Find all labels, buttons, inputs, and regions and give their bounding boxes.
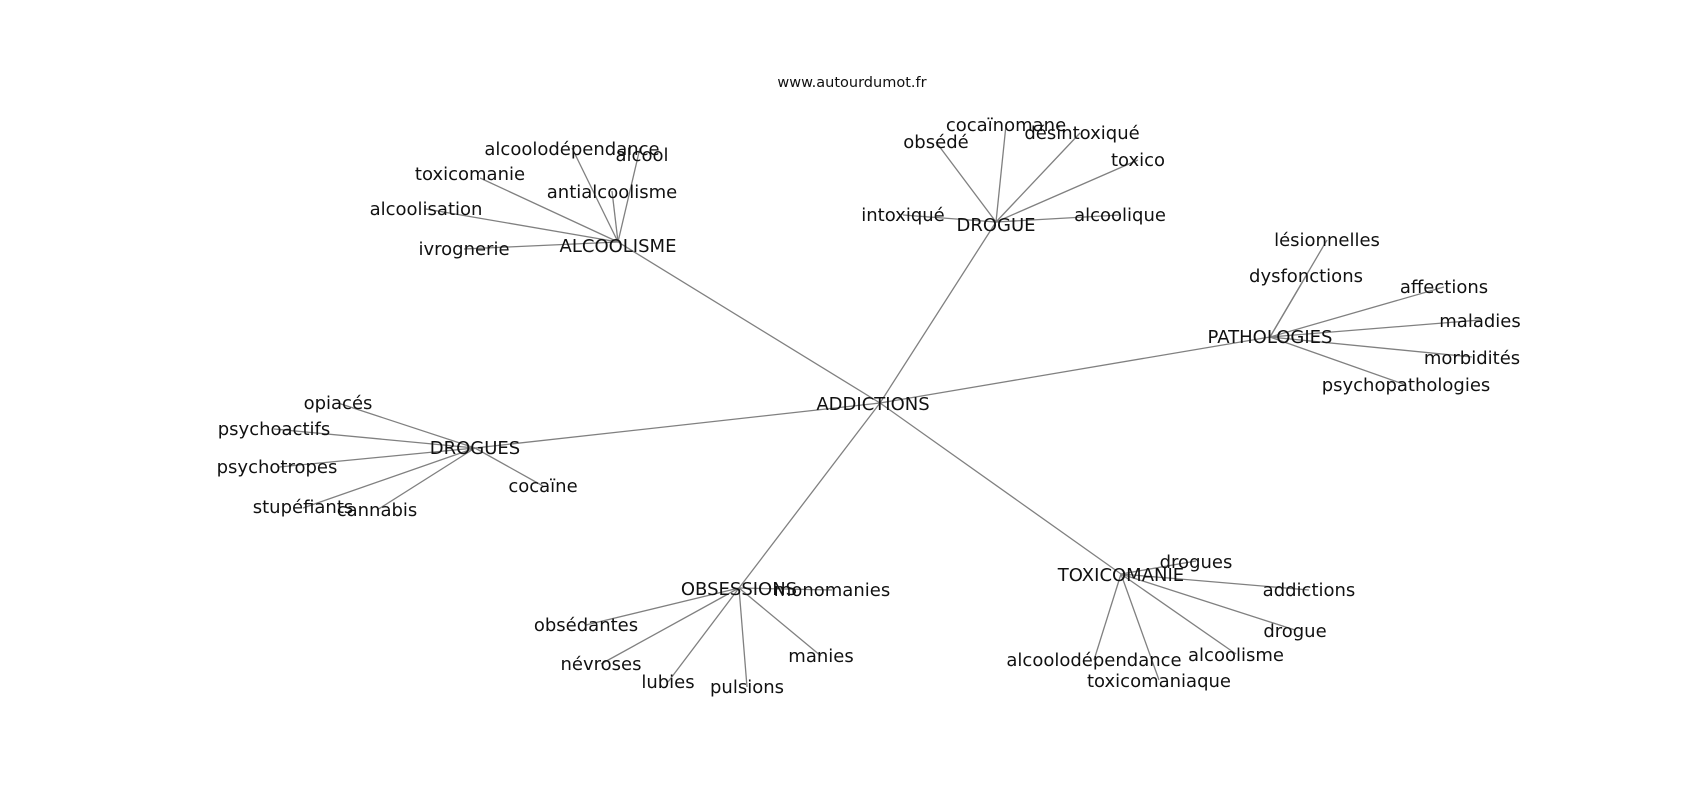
edge-root-1 <box>879 221 997 404</box>
word-node[interactable]: désintoxiqué <box>1024 123 1139 144</box>
edge-term-4-5 <box>738 587 822 657</box>
edge-root-2 <box>879 336 1271 404</box>
edge-term-0-4 <box>425 208 619 243</box>
word-node[interactable]: antialcoolisme <box>547 182 677 203</box>
labels: ADDICTIONSALCOOLISMEalcoolodépendancealc… <box>217 115 1521 698</box>
word-node[interactable]: addictions <box>1263 580 1356 601</box>
edge-term-0-2 <box>479 177 619 243</box>
word-node[interactable]: monomanies <box>774 580 890 601</box>
word-node[interactable]: lubies <box>641 672 694 693</box>
edge-term-2-4 <box>1269 336 1473 358</box>
word-node[interactable]: psychopathologies <box>1322 375 1491 396</box>
edge-term-1-0 <box>995 124 1007 223</box>
word-node[interactable]: toxicomanie <box>415 164 525 185</box>
word-node[interactable]: névroses <box>561 654 642 675</box>
edge-term-0-3 <box>611 190 619 243</box>
edge-term-3-3 <box>302 447 476 509</box>
word-node[interactable]: toxicomaniaque <box>1087 671 1231 692</box>
word-node[interactable]: drogues <box>1160 552 1233 573</box>
word-node[interactable]: alcoolodépendance <box>1006 650 1181 671</box>
word-node[interactable]: opiacés <box>304 393 373 414</box>
hub-node[interactable]: TOXICOMANIE <box>1057 565 1184 586</box>
edge-term-5-4 <box>1093 573 1122 661</box>
edge-root-3 <box>474 402 881 449</box>
word-node[interactable]: obsédé <box>903 132 968 153</box>
word-node[interactable]: cannabis <box>337 500 418 521</box>
word-node[interactable]: psychoactifs <box>218 419 330 440</box>
hub-node[interactable]: PATHOLOGIES <box>1208 327 1333 348</box>
word-node[interactable]: alcoolisme <box>1188 645 1284 666</box>
edge-term-1-2 <box>995 132 1081 223</box>
edge-term-5-5 <box>1120 573 1160 681</box>
hub-node[interactable]: ALCOOLISME <box>560 236 677 257</box>
edge-term-2-2 <box>1269 286 1445 338</box>
word-node[interactable]: stupéfiants <box>253 497 354 518</box>
word-node[interactable]: lésionnelles <box>1274 230 1380 251</box>
edge-term-1-3 <box>995 159 1139 223</box>
word-node[interactable]: dysfonctions <box>1249 266 1363 287</box>
word-node[interactable]: cocaïnomane <box>946 115 1066 136</box>
edge-term-5-0 <box>1120 560 1197 575</box>
edge-term-1-4 <box>902 214 997 223</box>
edge-term-4-3 <box>667 587 740 683</box>
edge-root-0 <box>617 241 881 404</box>
edge-term-3-5 <box>474 447 544 487</box>
word-node[interactable]: ivrognerie <box>418 239 509 260</box>
edge-term-2-3 <box>1269 319 1481 338</box>
edge-root-5 <box>879 402 1122 575</box>
edge-term-2-1 <box>1269 275 1307 338</box>
edges <box>273 124 1481 688</box>
edge-term-4-4 <box>738 587 748 688</box>
edge-term-3-2 <box>278 447 476 468</box>
word-node[interactable]: morbidités <box>1424 348 1520 369</box>
edge-term-0-0 <box>571 147 619 243</box>
word-node[interactable]: intoxiqué <box>861 205 945 226</box>
edge-term-0-5 <box>463 241 619 250</box>
word-node[interactable]: drogue <box>1263 621 1326 642</box>
word-node[interactable]: manies <box>788 646 853 667</box>
root-node[interactable]: ADDICTIONS <box>816 394 929 415</box>
edge-term-2-5 <box>1269 336 1407 386</box>
word-node[interactable]: maladies <box>1439 311 1520 332</box>
edge-term-5-3 <box>1120 573 1237 655</box>
hub-node[interactable]: DROGUES <box>430 438 520 459</box>
hub-node[interactable]: DROGUE <box>956 215 1035 236</box>
word-node[interactable]: alcoolisation <box>370 199 483 220</box>
edge-term-1-5 <box>995 214 1121 223</box>
word-node[interactable]: affections <box>1400 277 1488 298</box>
word-node[interactable]: alcoolique <box>1074 205 1166 226</box>
edge-term-0-1 <box>617 147 641 243</box>
edge-term-4-2 <box>600 587 740 665</box>
hub-node[interactable]: OBSESSIONS <box>681 579 797 600</box>
edge-term-5-2 <box>1120 573 1296 631</box>
edge-term-3-4 <box>376 447 476 511</box>
word-node[interactable]: pulsions <box>710 677 784 698</box>
word-node[interactable]: alcoolodépendance <box>484 139 659 160</box>
word-node[interactable]: alcool <box>616 145 669 166</box>
word-node[interactable]: obsédantes <box>534 615 638 636</box>
edge-term-5-1 <box>1120 573 1310 591</box>
edge-term-4-0 <box>738 587 833 591</box>
word-node[interactable]: psychotropes <box>217 457 338 478</box>
word-node[interactable]: toxico <box>1111 150 1165 171</box>
edge-term-3-0 <box>337 402 476 449</box>
source-label: www.autourdumot.fr <box>777 75 926 91</box>
edge-term-3-1 <box>273 428 476 449</box>
edge-term-1-1 <box>935 141 997 223</box>
word-node[interactable]: cocaïne <box>508 476 577 497</box>
edge-term-4-1 <box>585 587 740 626</box>
edge-root-4 <box>738 402 881 589</box>
